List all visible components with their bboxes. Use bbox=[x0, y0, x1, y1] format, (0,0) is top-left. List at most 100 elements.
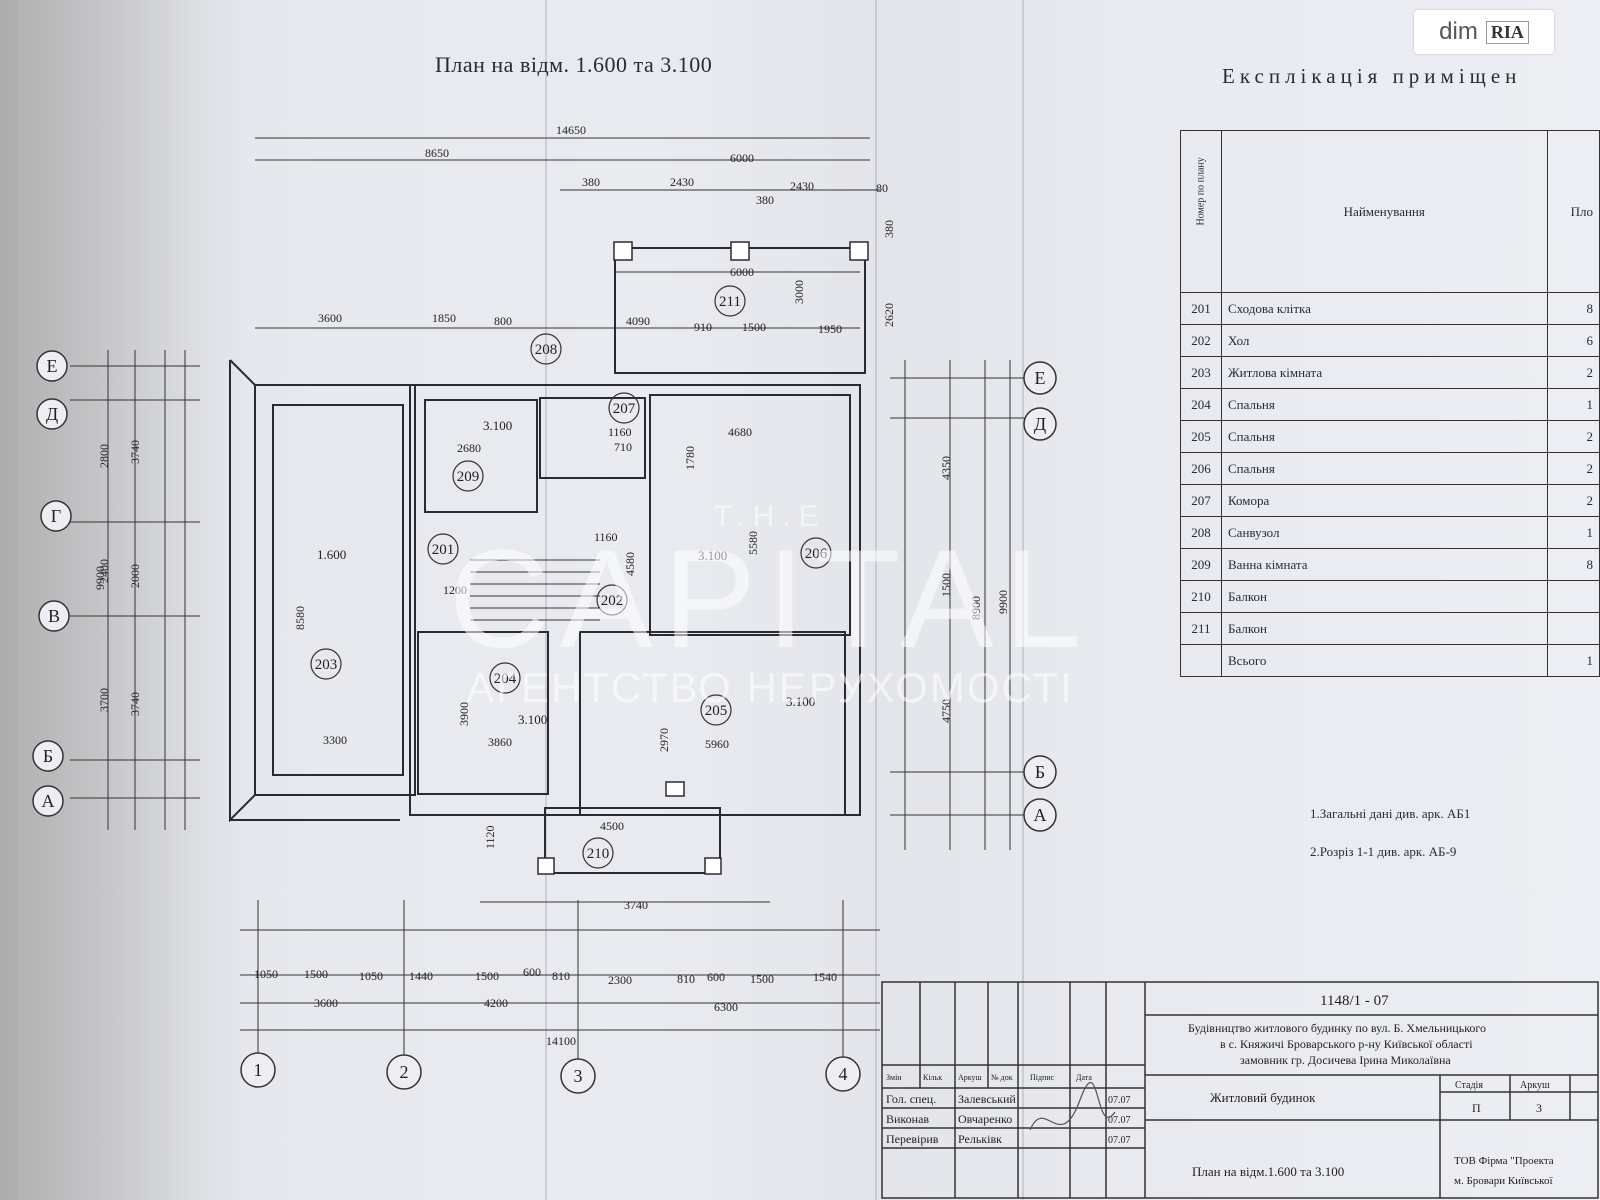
table-cell: 8 bbox=[1546, 548, 1600, 581]
table-cell: Комора bbox=[1221, 484, 1548, 517]
axis-label: А bbox=[1034, 805, 1047, 825]
stamp-org1: ТОВ Фірма "Проекта bbox=[1454, 1155, 1554, 1167]
axis-label: Г bbox=[51, 506, 61, 526]
table-cell: Всього bbox=[1221, 644, 1548, 677]
dim-text: 1500 bbox=[742, 320, 766, 334]
stamp-stage-hdr: Стадія bbox=[1455, 1080, 1483, 1091]
chimney bbox=[665, 781, 685, 797]
dim-text: 3700 bbox=[97, 688, 111, 712]
axis-bubble bbox=[825, 1056, 861, 1092]
dim-text: 80 bbox=[876, 181, 888, 195]
table-cell: 1 bbox=[1546, 388, 1600, 421]
dim-text: 2300 bbox=[608, 973, 632, 987]
table-cell: Ванна кімната bbox=[1221, 548, 1548, 581]
dim-text: 600 bbox=[523, 965, 541, 979]
table-cell: 207 bbox=[1180, 484, 1222, 517]
room-204 bbox=[417, 631, 549, 795]
column bbox=[849, 241, 869, 261]
axis-label: А bbox=[42, 791, 55, 811]
axis-bubble bbox=[36, 350, 68, 382]
column bbox=[537, 857, 555, 875]
dim-text: 5580 bbox=[746, 531, 760, 555]
table-cell: 1 bbox=[1546, 644, 1600, 677]
dim-text: 4090 bbox=[626, 314, 650, 328]
stamp-hdr: Дата bbox=[1076, 1073, 1092, 1082]
table-header-name: Найменування bbox=[1221, 130, 1548, 293]
table-cell: Житлова кімната bbox=[1221, 356, 1548, 389]
dim-text: 3300 bbox=[323, 733, 347, 747]
room-number: 208 bbox=[535, 342, 558, 358]
room-bubble bbox=[582, 837, 614, 869]
dim-text: 380 bbox=[882, 220, 896, 238]
room-number: 206 bbox=[805, 546, 828, 562]
dim-text: 3600 bbox=[318, 311, 342, 325]
room-bubble bbox=[700, 694, 732, 726]
dim-text: 8580 bbox=[293, 606, 307, 630]
dim-text: 8900 bbox=[969, 596, 983, 620]
dim-text: 600 bbox=[707, 970, 725, 984]
table-cell: 204 bbox=[1180, 388, 1222, 421]
stamp-sheet-hdr: Аркуш bbox=[1520, 1080, 1550, 1091]
level-mark: 3.100 bbox=[698, 548, 727, 563]
dim-text: 1120 bbox=[483, 825, 497, 849]
dim-text: 910 bbox=[694, 320, 712, 334]
dim-text: 5960 bbox=[705, 737, 729, 751]
dim-text: 4680 bbox=[728, 425, 752, 439]
stamp-object: Житловий будинок bbox=[1210, 1090, 1316, 1105]
stamp-line2: в с. Княжичі Броварського р-ну Київської… bbox=[1220, 1037, 1473, 1051]
dim-text: 9900 bbox=[996, 590, 1010, 614]
dimria-badge[interactable]: dim RIA bbox=[1414, 10, 1554, 54]
stamp-sheet: 3 bbox=[1536, 1101, 1542, 1115]
axis-label: 1 bbox=[254, 1060, 263, 1080]
axis-label: Б bbox=[43, 746, 53, 766]
table-header-num: Номер по плану bbox=[1180, 130, 1222, 293]
badge-ria: RIA bbox=[1485, 20, 1529, 44]
dim-text: 3740 bbox=[128, 692, 142, 716]
stamp-date: 07.07 bbox=[1108, 1115, 1131, 1126]
dim-text: 4350 bbox=[939, 456, 953, 480]
stamp-hdr: Підпис bbox=[1030, 1073, 1055, 1082]
column bbox=[730, 241, 750, 261]
stamp-line1: Будівництво житлового будинку по вул. Б.… bbox=[1188, 1021, 1486, 1035]
axis-label: Е bbox=[47, 356, 58, 376]
fold-line bbox=[1022, 0, 1024, 1200]
table-cell: 209 bbox=[1180, 548, 1222, 581]
stamp-name: Залевський bbox=[958, 1092, 1016, 1106]
stamp-hdr: Аркуш bbox=[958, 1073, 983, 1082]
table-cell: 2 bbox=[1546, 356, 1600, 389]
room-bubble bbox=[310, 648, 342, 680]
dim-text: 1540 bbox=[813, 970, 837, 984]
column bbox=[613, 241, 633, 261]
axis-bubble bbox=[32, 740, 64, 772]
table-cell: Спальня bbox=[1221, 420, 1548, 453]
axis-bubble bbox=[38, 600, 70, 632]
dim-text: 710 bbox=[614, 440, 632, 454]
header-num-text: Номер по плану bbox=[1195, 157, 1207, 226]
dim-text: 6300 bbox=[714, 1000, 738, 1014]
room-bubble bbox=[489, 662, 521, 694]
dim-text: 380 bbox=[582, 175, 600, 189]
axis-bubble bbox=[560, 1058, 596, 1094]
table-cell: 2 bbox=[1546, 420, 1600, 453]
axis-bubble bbox=[1023, 361, 1057, 395]
table-cell: 202 bbox=[1180, 324, 1222, 357]
room-bubble bbox=[596, 584, 628, 616]
room-bubble bbox=[530, 333, 562, 365]
wall-inner bbox=[272, 404, 404, 776]
table-cell: Балкон bbox=[1221, 580, 1548, 613]
stamp-hdr: № док bbox=[991, 1073, 1013, 1082]
signature bbox=[1029, 1082, 1116, 1131]
dim-text: 4200 bbox=[484, 996, 508, 1010]
axis-bubble bbox=[240, 1052, 276, 1088]
dim-text: 4580 bbox=[623, 552, 637, 576]
column bbox=[704, 857, 722, 875]
table-cell: 208 bbox=[1180, 516, 1222, 549]
room-number: 203 bbox=[315, 657, 338, 673]
dim-text: 2000 bbox=[128, 564, 142, 588]
table-cell: 201 bbox=[1180, 292, 1222, 325]
table-cell: Хол bbox=[1221, 324, 1548, 357]
level-mark: 1.600 bbox=[317, 547, 346, 562]
